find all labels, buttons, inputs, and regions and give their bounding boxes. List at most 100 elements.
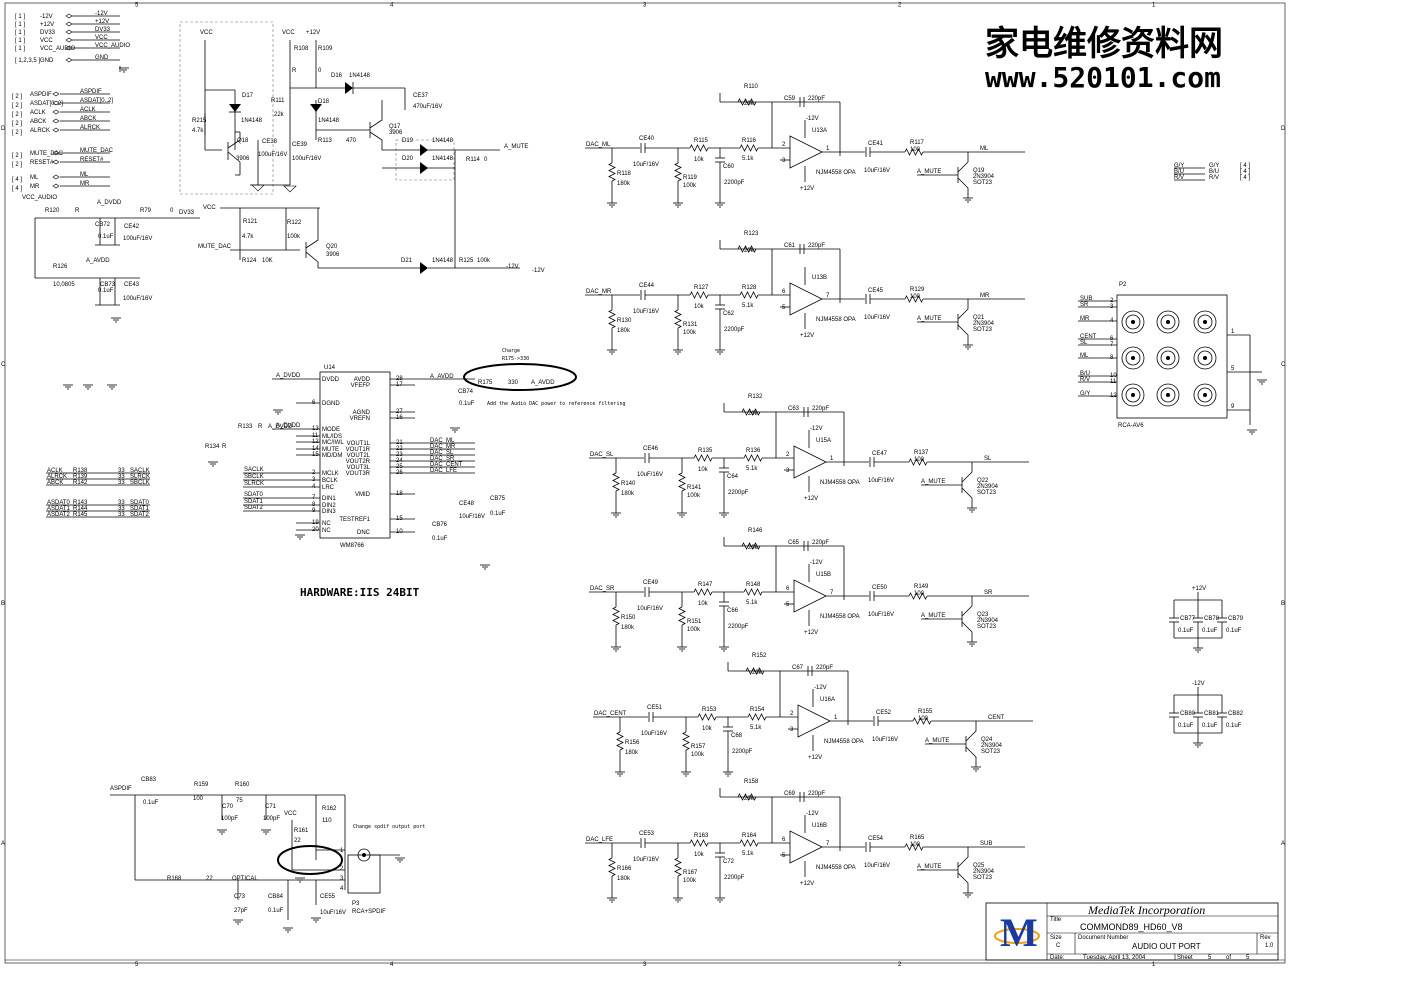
input-resistor-value: 5.1k	[742, 851, 754, 857]
mute-transistor	[957, 847, 969, 893]
port-page-ref: [ 1 ]	[15, 38, 25, 44]
input-capacitor-value: 10uF/16V	[637, 606, 663, 612]
input-resistor-value: 5.1k	[742, 303, 754, 309]
input-resistor-ref: R136	[746, 448, 761, 454]
transistor-package: SOT23	[973, 180, 993, 186]
port-page-ref: [ 2 ]	[12, 112, 22, 118]
feedback-capacitor-value: 220pF	[808, 243, 825, 249]
serial-res-ref: R139	[73, 474, 88, 480]
watermark-url: www.520101.com	[985, 61, 1221, 94]
input-capacitor-ref: CE46	[643, 446, 659, 452]
note-charge-r175: R175->330	[502, 356, 529, 362]
channel-output-net: CENT	[988, 715, 1005, 721]
input-capacitor-ref: CE44	[639, 283, 655, 289]
decoupling-cap-ref: CB82	[1228, 711, 1244, 717]
output-resistor	[904, 148, 924, 156]
opamp-symbol	[789, 830, 823, 864]
channel-input-net: DAC_MR	[586, 289, 612, 295]
spdif-part-label: OPTICAL	[232, 876, 258, 882]
dac-pin-name: NC	[322, 521, 331, 527]
shunt-resistor-ref: R166	[617, 866, 632, 872]
port-net-out: ASDAT[0..2]	[80, 98, 113, 104]
serial-res-ref: R142	[73, 480, 88, 486]
connector-pin-net: ML	[1080, 353, 1089, 359]
output-resistor	[908, 592, 928, 600]
dac-net-label: DAC_SR	[430, 456, 455, 462]
output-resistor-ref: R137	[914, 450, 929, 456]
output-capacitor-ref: CE54	[868, 836, 884, 842]
port-net-label: ML	[30, 175, 39, 181]
mute-part-label: 10K	[262, 258, 273, 264]
feedback-resistor-ref: R158	[744, 779, 759, 785]
dac-net-label: SACLK	[244, 467, 264, 473]
supply-part-label: R120	[45, 208, 60, 214]
video-port-net: B/U	[1209, 169, 1219, 175]
decoupling-cap-ref: CB81	[1204, 711, 1220, 717]
spdif-pin-number: 1	[340, 848, 344, 854]
mute-part-label: D19	[402, 138, 414, 144]
ground-resistor-value: 100k	[683, 183, 697, 189]
mute-part-label: CE38	[262, 139, 278, 145]
shunt-resistor-ref: R130	[617, 318, 632, 324]
opamp-pin: 1	[826, 146, 830, 152]
dac-pin-name: VOUT1L	[347, 441, 371, 447]
size-label: Size	[1050, 935, 1062, 941]
serial-res-ref: R138	[73, 468, 88, 474]
spdif-part-label: 110	[322, 818, 332, 824]
opamp-part-number: NJM4558 OPA	[820, 614, 860, 620]
supply-part-label: 100uF/16V	[123, 296, 152, 302]
transistor-package: SOT23	[977, 624, 997, 630]
channel-sr: DAC_SRCE4910uF/16VR150180kR14710kR151100…	[589, 528, 1029, 652]
supply-filter	[34, 217, 200, 306]
svg-text:M: M	[1000, 910, 1038, 955]
feedback-resistor-value: 20k	[744, 248, 755, 254]
output-resistor	[904, 843, 924, 851]
series-resistor-value: 10k	[694, 304, 705, 310]
mute-part-label: 1N4148	[241, 118, 263, 124]
port-net-label: VCC_AUDIO	[40, 46, 75, 52]
dac-net-label: A_DVDD	[276, 373, 301, 379]
output-capacitor-value: 10uF/16V	[864, 168, 890, 174]
dac-pin-name: DIN1	[322, 496, 336, 502]
dac-net-label: DAC_ML	[430, 438, 455, 444]
series-resistor-ref: R135	[698, 448, 713, 454]
port-net-out: ABCK	[80, 116, 96, 122]
rca-jack	[1193, 346, 1217, 370]
border-col-label: 2	[898, 962, 902, 968]
serial-res-value: 33	[118, 474, 125, 480]
mute-part-label: -12V	[532, 268, 545, 274]
video-port-net: R/V	[1174, 175, 1184, 181]
channel-output-net: SUB	[980, 841, 992, 847]
border-col-label: 1	[1152, 962, 1156, 968]
pos-supply-label: +12V	[804, 630, 818, 636]
supply-part-label: CB72	[95, 222, 111, 228]
sheet-title: COMMOND89_HD60_V8	[1080, 922, 1183, 932]
dac-pin-name: MC/IWL	[322, 440, 344, 446]
output-capacitor-ref: CE47	[872, 451, 888, 457]
feedback-capacitor-ref: C65	[788, 540, 800, 546]
spdif-part-label: CB83	[141, 777, 157, 783]
video-port-page: [ 4 ]	[1240, 175, 1250, 181]
rev-label: Rev	[1260, 935, 1271, 941]
channel-cent: DAC_CENTCE5110uF/16VR156180kR15310kR1571…	[593, 653, 1033, 777]
mute-part-label: R124	[242, 258, 257, 264]
border-col-label: 5	[135, 962, 139, 968]
feedback-capacitor-ref: C69	[784, 791, 796, 797]
opamp-ref: U13A	[812, 128, 827, 134]
dac-extra-label: 0.1uF	[490, 511, 506, 517]
dac-pin-name: DVDD	[322, 377, 340, 383]
mute-circuit	[179, 21, 520, 274]
date-value: Tuesday, April 13, 2004	[1083, 955, 1146, 961]
pos-supply-label: +12V	[800, 881, 814, 887]
dac-net-label: DAC_CENT	[430, 462, 463, 468]
input-capacitor-value: 10uF/16V	[637, 472, 663, 478]
shunt-resistor-value: 180k	[621, 625, 635, 631]
dac-extra-label: 330	[508, 380, 519, 386]
opamp-ref: U16A	[820, 697, 835, 703]
title-block: M MediaTek Incorporation Title COMMOND89…	[985, 902, 1279, 961]
port-net-out: ML	[80, 172, 89, 178]
feedback-resistor-value: 20k	[752, 670, 763, 676]
opamp-pin: 7	[830, 590, 834, 596]
ground-resistor-ref: R157	[691, 744, 706, 750]
mute-part-label: D17	[242, 93, 254, 99]
